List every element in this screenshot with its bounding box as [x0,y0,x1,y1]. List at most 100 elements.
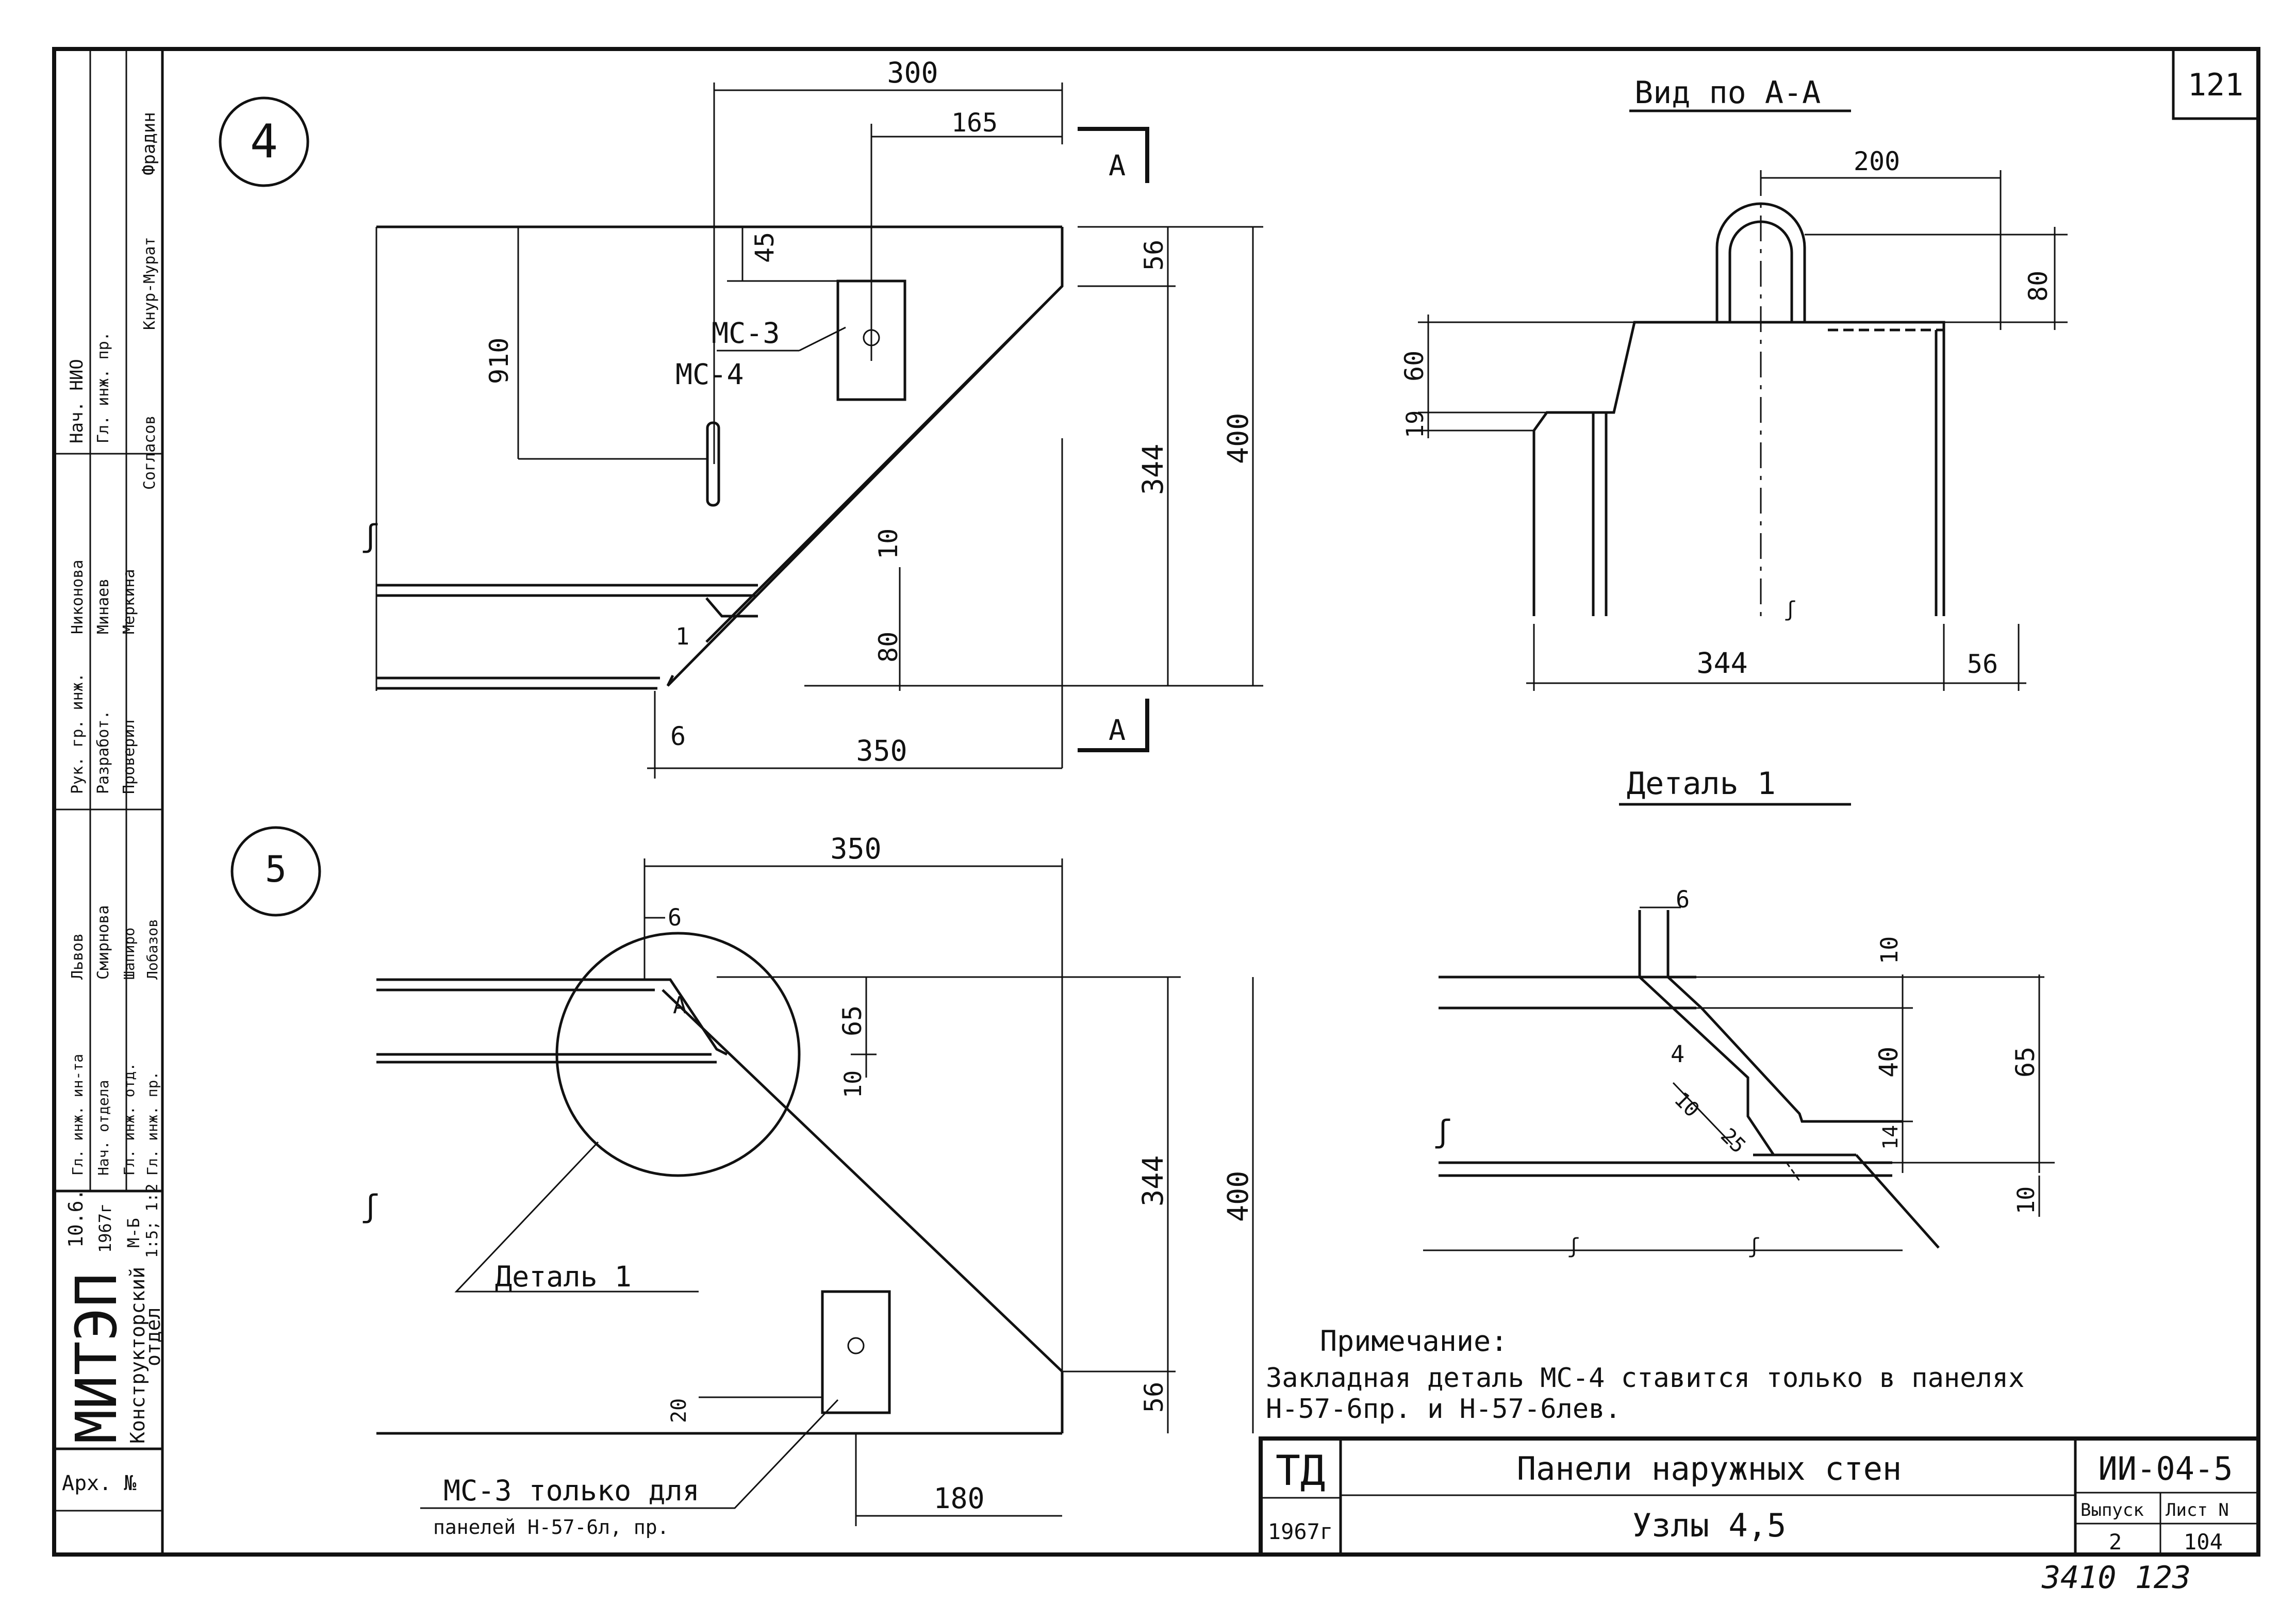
detail-1-callout-circle [555,932,801,1177]
view-a-dim-60: 60 [1399,351,1429,382]
tb-issue-value: 2 [2109,1529,2122,1555]
n5-dim-20: 20 [667,1398,691,1423]
svg-text:ʃ: ʃ [1748,1234,1760,1258]
view-a-dim-56: 56 [1967,649,1998,679]
node-4: 4 ʃ 300 165 45 910 56 344 [219,56,1263,779]
n4-dim-45: 45 [750,232,780,263]
n5-dim-10: 10 [839,1070,867,1098]
note-title: Примечание: [1320,1325,1508,1358]
view-a-dim-19: 19 [1401,410,1429,438]
stamp-name-1: Кнур-Мурат [141,237,159,330]
note-block: Примечание: Закладная деталь МС-4 ставит… [1266,1325,2024,1425]
view-a-dim-80: 80 [2023,271,2053,302]
note-line-1: Закладная деталь МС-4 ставится только в … [1266,1363,2024,1394]
stamp-role-1: Гл. инж. пр. [94,332,112,443]
stamp-name-6: Львов [69,933,87,980]
sheet-number-box [2172,47,2260,120]
stamp-role-2: Рук. гр. инж. [69,673,87,794]
stamp-role-3: Разработ. [94,710,112,794]
d1-dim-10a: 10 [1876,936,1903,964]
n4-section-a-top: А [1109,149,1126,182]
n5-dim-6: 6 [668,904,682,931]
view-a-dim-200: 200 [1854,146,1900,176]
side-stamp-year: 1967г [95,1203,115,1253]
side-stamp-org: МИТЭП [63,1273,129,1444]
stamp-name-2: Согласов [141,416,159,490]
side-stamp-dept-1: Конструкторский [126,1267,149,1444]
svg-text:ʃ: ʃ [361,1188,379,1225]
view-a-title: Вид по А-А [1634,75,1821,111]
d1-dim-40: 40 [1874,1047,1904,1078]
note-line-2: Н-57-6пр. и Н-57-6лев. [1266,1394,1621,1425]
d1-dim-14: 14 [1879,1125,1903,1150]
svg-text:ʃ: ʃ [1567,1234,1580,1258]
tb-issue-label: Выпуск [2080,1500,2144,1520]
tb-subtitle: Узлы 4,5 [1632,1507,1787,1544]
stamp-role-6: Нач. отдела [95,1080,112,1176]
side-stamp-scale: 1:5; 1:2 [143,1184,161,1259]
stamp-role-7: Гл. инж. отд. [121,1063,138,1176]
tb-sheet-value: 104 [2184,1529,2223,1555]
n4-dim-6: 6 [670,721,686,751]
svg-text:ʃ: ʃ [1433,1114,1452,1150]
svg-text:ʃ: ʃ [1784,598,1796,621]
detail-1-title: Деталь 1 [1627,766,1776,802]
n4-dim-56: 56 [1139,240,1169,271]
node-5-label: 5 [265,848,287,890]
d1-dim-10c: 10 [2012,1186,2040,1214]
sheet-number: 121 [2188,67,2243,103]
n4-dim-10: 10 [873,528,903,559]
stamp-role-0: Нач. НИО [67,359,87,443]
tb-year: 1967г [1268,1519,1333,1544]
stamp-role-5: Гл. инж. ин-та [69,1054,86,1176]
n5-dim-400: 400 [1221,1171,1254,1222]
stamp-name-5: Меркина [120,569,138,634]
side-stamp-arch: Арх. № [62,1472,137,1495]
tb-title: Панели наружных стен [1517,1450,1902,1487]
d1-dim-25: 25 [1716,1124,1750,1159]
n5-dim-56: 56 [1139,1382,1169,1413]
d1-dim-65: 65 [2010,1047,2040,1078]
sheet-frame [52,47,2260,1557]
n5-dim-350: 350 [830,832,881,865]
n5-dim-180: 180 [933,1482,984,1515]
stamp-role-8: Гл. инж. пр. [144,1071,161,1176]
n4-mark-mc4: МС-4 [675,358,744,391]
title-block: ТД 1967г Панели наружных стен Узлы 4,5 И… [1259,1436,2260,1557]
stamp-name-7: Смирнова [94,905,112,980]
n4-mark-arrow: 1 [675,623,689,650]
n4-dim-300: 300 [887,56,938,89]
stamp-name-3: Никонова [69,560,87,635]
n5-mark-a: А [673,991,687,1019]
svg-text:ʃ: ʃ [361,518,379,554]
view-a-dim-344: 344 [1696,647,1747,680]
n4-dim-80: 80 [873,632,903,663]
stamp-role-4: Проверил [120,720,138,795]
n4-dim-344: 344 [1136,444,1169,495]
n4-dim-165: 165 [951,108,998,138]
bottom-stamp: 3410 123 [2041,1560,2191,1596]
d1-dim-6: 6 [1676,886,1690,913]
stamp-name-9: Лобазов [144,919,161,980]
tb-code: ИИ-04-5 [2098,1450,2233,1487]
n5-mc3-note-2: панелей Н-57-6л, пр. [433,1516,669,1539]
tb-org-short: ТД [1276,1447,1325,1495]
stamp-name-0: Фрадин [139,112,159,175]
detail-1: Деталь 1 ʃ ʃ ʃ 6 10 40 14 65 10 4 10 25 [1423,766,2055,1258]
side-stamp-date: 10.6. [64,1189,87,1248]
view-a-a: Вид по А-А ʃ 200 80 60 19 344 56 [1399,75,2068,691]
n5-detail-ref: Деталь 1 [495,1260,632,1293]
stamp-name-8: Шапиро [121,928,138,980]
n5-mc3-note-1: МС-3 только для [443,1474,700,1507]
plate-mc4-node4 [706,421,720,507]
n5-dim-344: 344 [1136,1155,1169,1206]
node-5-circle [230,826,321,917]
node-4-circle [219,96,309,187]
n4-mark-mc3: МС-3 [712,317,780,350]
stamp-name-4: Минаев [94,578,112,634]
tb-sheet-label: Лист N [2166,1500,2229,1520]
side-stamp-dept-2: отдел [142,1308,164,1366]
side-stamp: МИТЭП Конструкторский отдел Арх. № 10.6.… [53,47,164,1556]
d1-dim-10b: 10 [1670,1088,1704,1122]
